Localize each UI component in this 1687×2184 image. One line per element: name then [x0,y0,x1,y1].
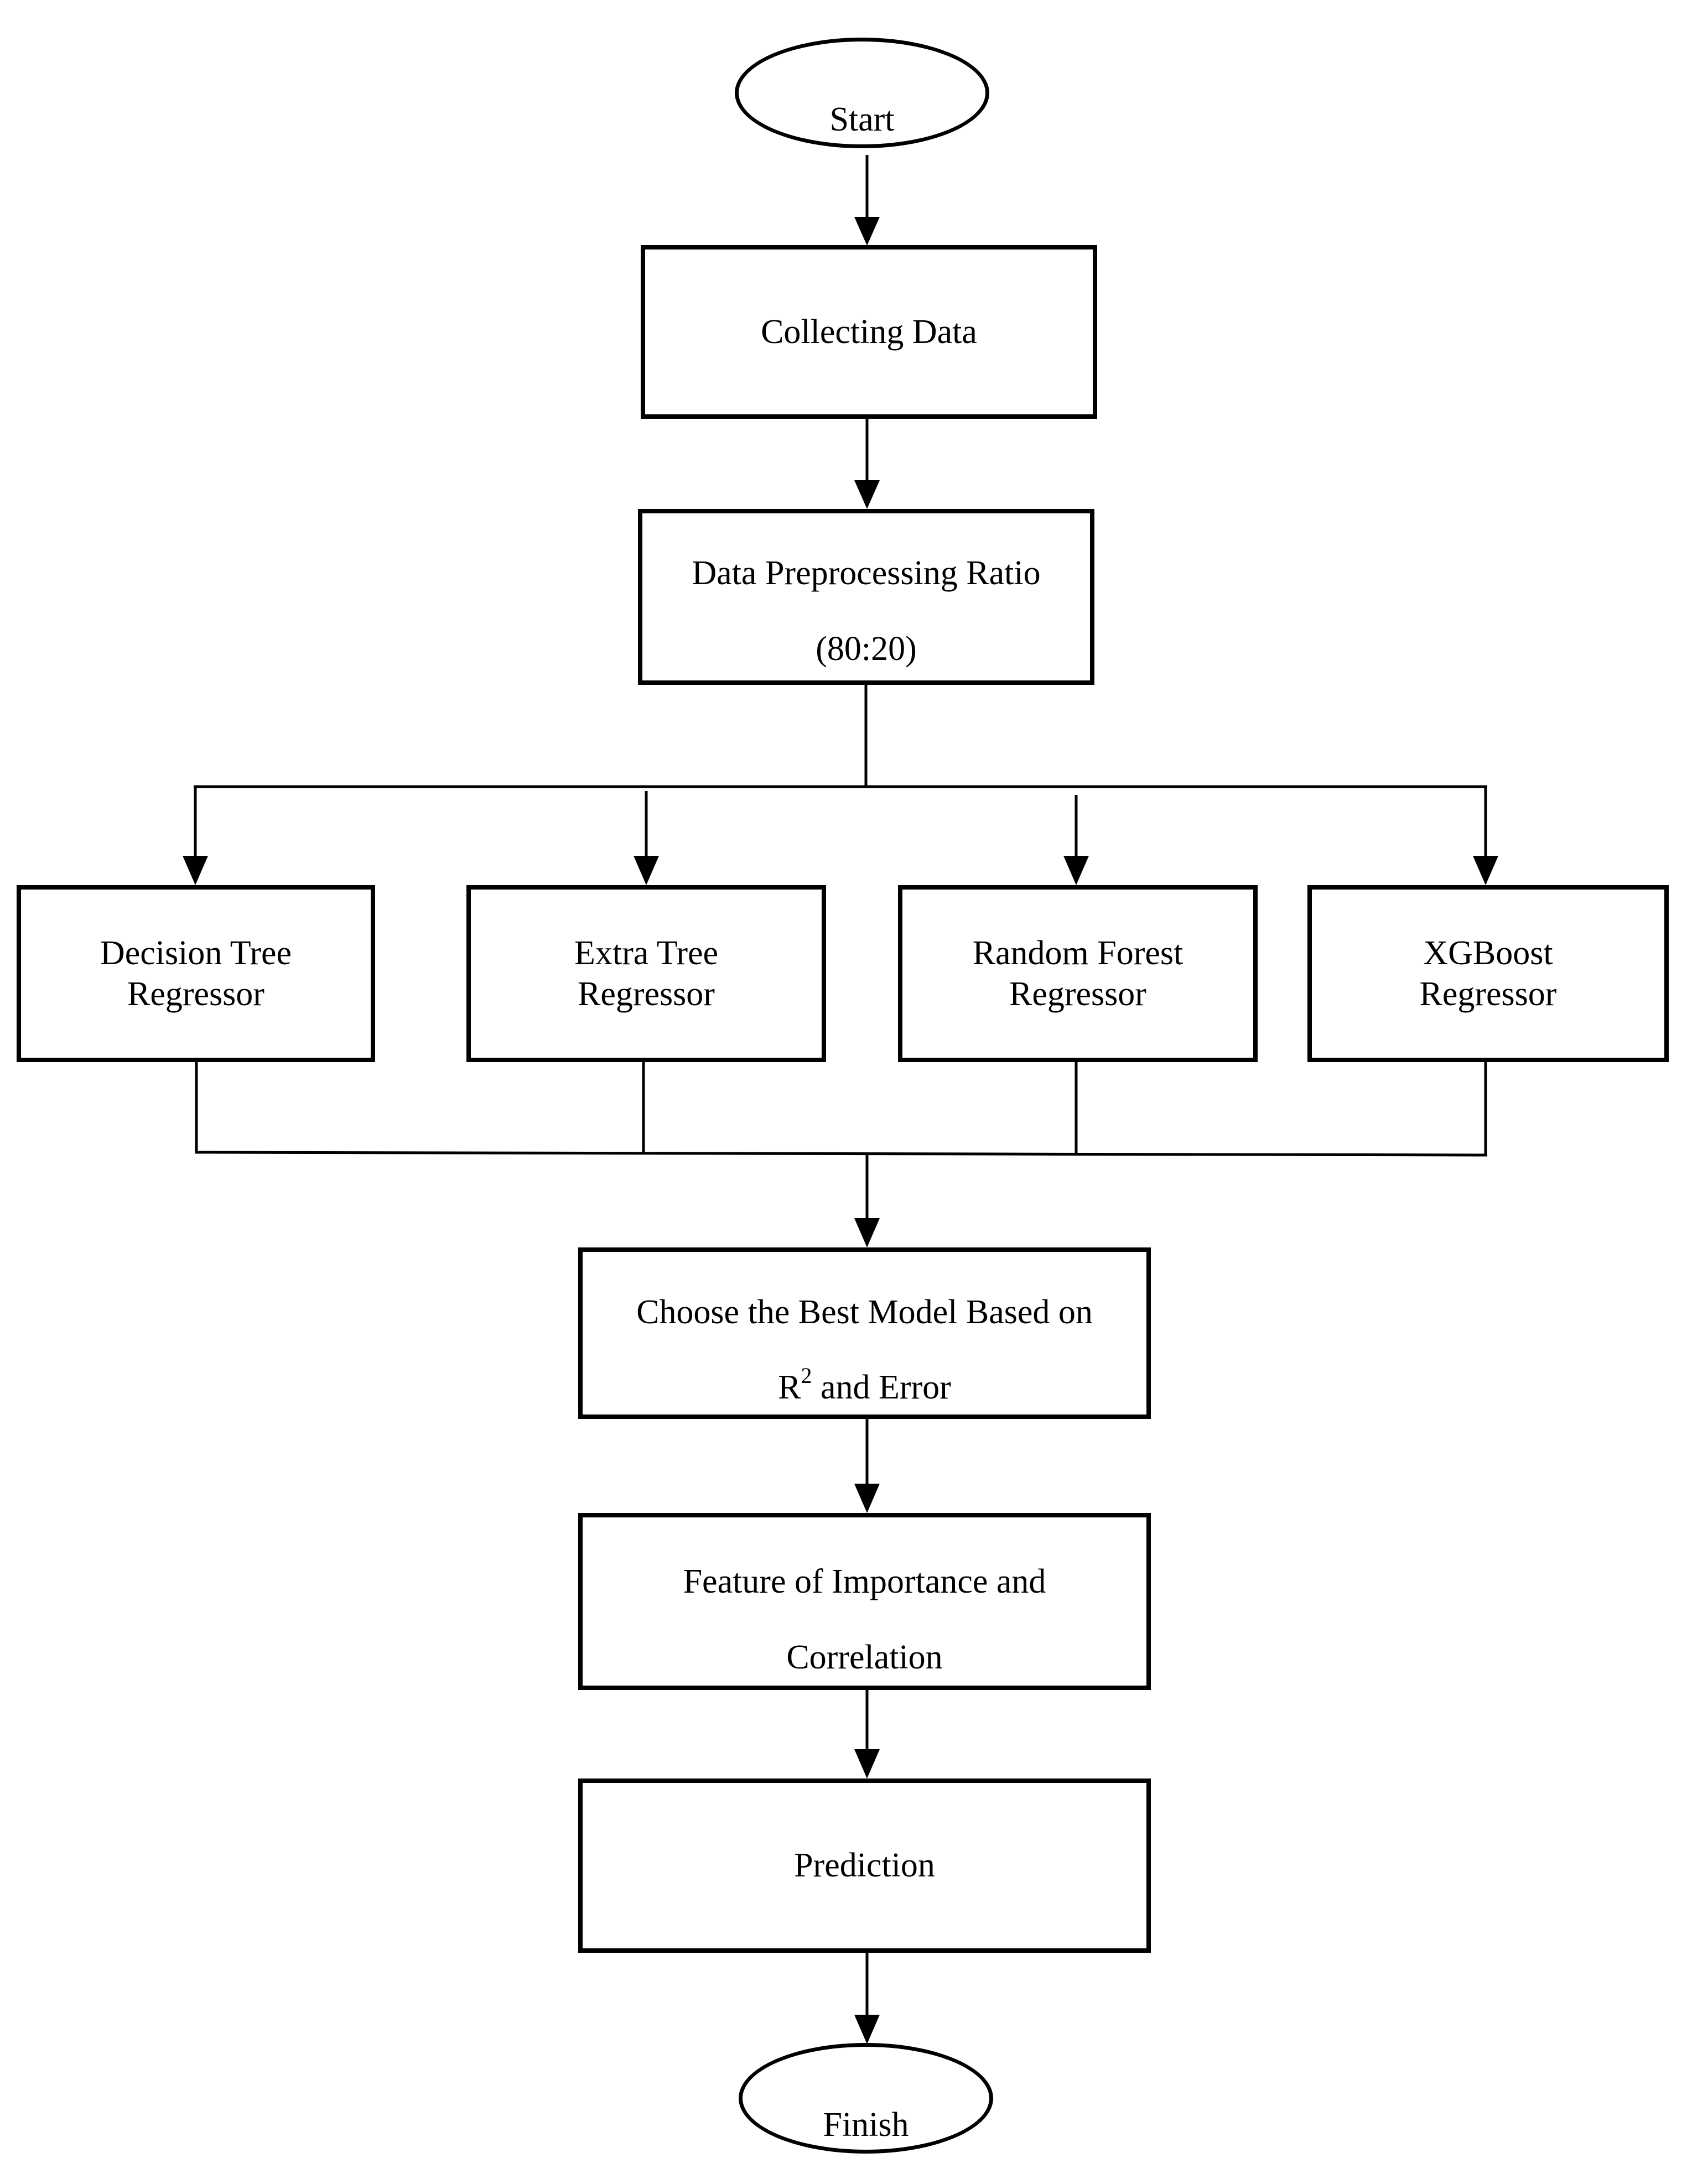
arrowhead-split-to-extra-tree [634,856,659,885]
decision-tree-line2: Regressor [127,975,264,1013]
xgboost-line1: XGBoost [1423,934,1553,972]
xgboost-line2: Regressor [1419,975,1557,1013]
random-forest-box: Random Forest Regressor [898,885,1258,1062]
arrowhead-split-to-random-forest [1063,856,1089,885]
random-forest-line1: Random Forest [972,934,1184,972]
arrowhead-split-to-xgboost [1473,856,1498,885]
squared-superscript: 2 [801,1363,812,1389]
extra-tree-box: Extra Tree Regressor [466,885,826,1062]
decision-tree-line1: Decision Tree [100,934,292,972]
r-symbol: R [778,1369,801,1407]
xgboost-box: XGBoost Regressor [1307,885,1669,1062]
arrowhead-collecting-to-preprocessing [854,480,880,509]
prediction-box: Prediction [578,1779,1151,1953]
arrowhead-merge-to-choose-best [854,1218,880,1247]
collecting-data-box: Collecting Data [641,245,1097,419]
feature-importance-line1: Feature of Importance and [683,1563,1046,1601]
decision-tree-box: Decision Tree Regressor [17,885,375,1062]
prediction-label: Prediction [794,1847,935,1885]
finish-label: Finish [823,2105,909,2144]
arrowhead-start-to-collecting [854,217,880,246]
arrowhead-split-to-decision-tree [183,856,208,885]
extra-tree-line2: Regressor [578,975,715,1013]
choose-best-model-box: Choose the Best Model Based on R2 and Er… [578,1247,1151,1419]
arrowhead-feature-to-prediction [854,1749,880,1779]
data-preprocessing-box: Data Preprocessing Ratio (80:20) [638,509,1094,685]
choose-best-line1: Choose the Best Model Based on [636,1293,1093,1331]
data-preprocessing-line2: (80:20) [816,630,917,668]
start-terminal: Start [735,38,989,148]
start-label: Start [829,100,895,138]
arrowhead-prediction-to-finish [854,2015,880,2044]
choose-best-line2-rest: and Error [812,1369,951,1407]
arrowhead-choose-best-to-feature [854,1484,880,1513]
choose-best-line2: R2 and Error [778,1363,951,1408]
random-forest-line2: Regressor [1009,975,1146,1013]
extra-tree-line1: Extra Tree [574,934,719,972]
collecting-data-label: Collecting Data [761,313,977,351]
feature-importance-box: Feature of Importance and Correlation [578,1513,1151,1690]
feature-importance-line2: Correlation [786,1638,943,1676]
finish-terminal: Finish [739,2043,993,2154]
data-preprocessing-line1: Data Preprocessing Ratio [692,554,1041,592]
line-merge-horizontal [195,1151,1488,1157]
